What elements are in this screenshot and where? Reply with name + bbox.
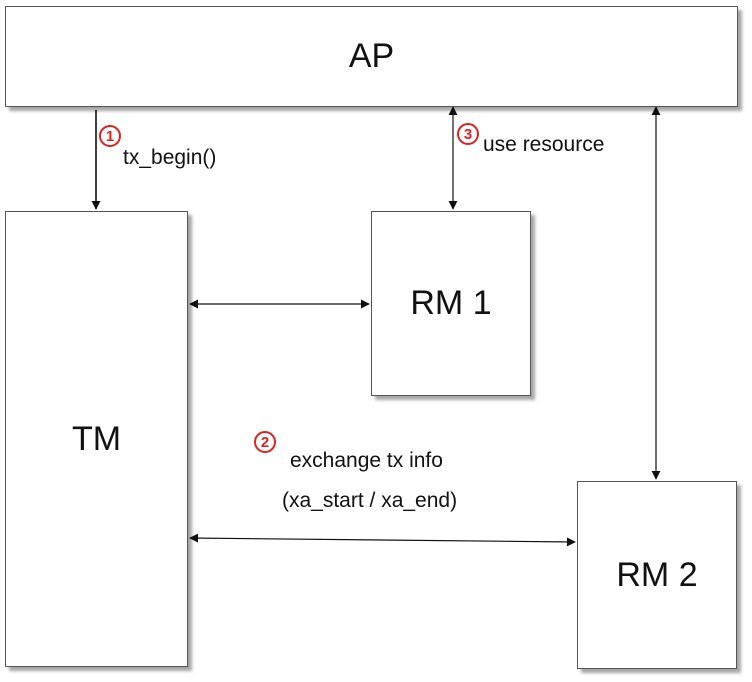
- tm-box: TM: [5, 211, 188, 667]
- rm1-label: RM 1: [410, 284, 492, 322]
- step-2-sublabel: (xa_start / xa_end): [282, 489, 458, 512]
- ap-box: AP: [5, 6, 738, 107]
- rm1-box: RM 1: [371, 211, 531, 396]
- arrow-tm-rm2: [189, 533, 576, 547]
- ap-label: AP: [348, 37, 395, 75]
- rm2-label: RM 2: [616, 555, 698, 594]
- rm2-box: RM 2: [577, 481, 737, 669]
- step-3-marker: 3: [457, 123, 479, 145]
- step-1-label: tx_begin(): [123, 146, 217, 169]
- step-3-label: use resource: [483, 133, 605, 156]
- step-2-marker: 2: [254, 431, 276, 453]
- step-2-label: exchange tx info: [290, 449, 443, 472]
- tm-label: TM: [71, 419, 122, 458]
- step-1-marker: 1: [99, 125, 121, 147]
